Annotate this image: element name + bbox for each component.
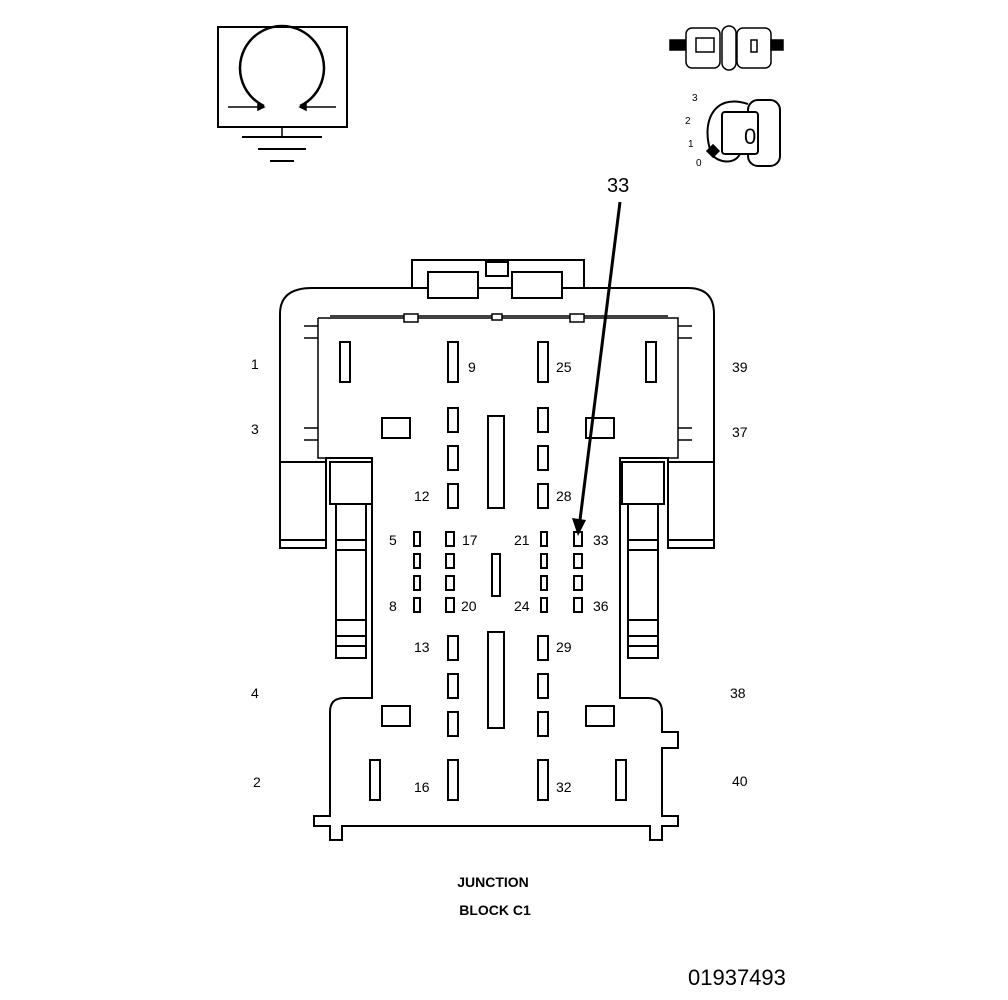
pin-label-36: 36 <box>593 598 609 614</box>
switch-position-1: 1 <box>688 139 694 150</box>
pin-label-21: 21 <box>514 532 530 548</box>
ground-symbol-icon <box>217 24 348 162</box>
switch-key-label: 0 <box>744 124 756 149</box>
diagram-title-line2: BLOCK C1 <box>459 902 531 918</box>
pin-label-13: 13 <box>414 639 430 655</box>
left-side-latch <box>279 461 373 659</box>
pin-label-4: 4 <box>251 685 259 701</box>
pin-label-9: 9 <box>468 359 476 375</box>
pin-label-28: 28 <box>556 488 572 504</box>
switch-position-3: 3 <box>692 93 698 104</box>
right-side-latch <box>621 461 715 659</box>
pin-label-39: 39 <box>732 359 748 375</box>
pin-label-3: 3 <box>251 421 259 437</box>
pin-label-37: 37 <box>732 424 748 440</box>
pin-label-12: 12 <box>414 488 430 504</box>
pin-label-2: 2 <box>253 774 261 790</box>
callout-label: 33 <box>607 175 629 197</box>
pin-label-17: 17 <box>462 532 478 548</box>
pin-label-20: 20 <box>461 598 477 614</box>
terminal-cavities <box>339 341 657 801</box>
pin-label-29: 29 <box>556 639 572 655</box>
switch-position-2: 2 <box>685 116 691 127</box>
callout-arrow: 33 <box>572 175 629 536</box>
figure-id: 01937493 <box>688 965 786 990</box>
pin-label-5: 5 <box>389 532 397 548</box>
pin-label-32: 32 <box>556 779 572 795</box>
pin-label-33: 33 <box>593 532 609 548</box>
pin-label-40: 40 <box>732 773 748 789</box>
diagram-title-line1: JUNCTION <box>457 874 529 890</box>
pin-label-1: 1 <box>251 356 259 372</box>
pin-label-24: 24 <box>514 598 530 614</box>
pin-label-25: 25 <box>556 359 572 375</box>
pin-labels: 1 3 4 2 9 25 39 37 12 28 5 17 21 33 8 20… <box>251 356 748 795</box>
pin-label-38: 38 <box>730 685 746 701</box>
connector-symbol-icon <box>669 25 784 71</box>
switch-position-0: 0 <box>696 158 702 169</box>
pin-label-8: 8 <box>389 598 397 614</box>
pin-label-16: 16 <box>414 779 430 795</box>
ignition-switch-icon: 3 2 1 0 0 <box>685 93 781 169</box>
